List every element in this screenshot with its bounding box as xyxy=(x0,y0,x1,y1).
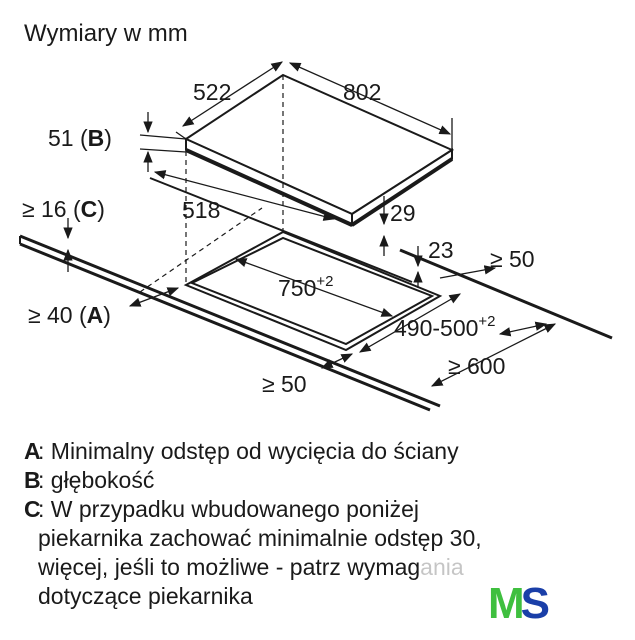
dim-490-500: 490-500+2 xyxy=(394,313,496,341)
legend-text: : Minimalny odstęp od wycięcia do ściany xyxy=(38,438,459,464)
dim-51-b: 51 (B) xyxy=(48,125,112,151)
dim-522: 522 xyxy=(193,79,231,105)
legend-item-b: B : głębokość xyxy=(24,466,624,495)
installation-drawing: 522 802 51 (B) ≥ 16 (C) 518 29 23 ≥ 50 7… xyxy=(19,61,613,412)
legend-text: : W przypadku wbudowanego poniżej piekar… xyxy=(38,496,482,609)
legend-key: A xyxy=(24,438,41,464)
dim-front-50: ≥ 50 xyxy=(262,371,307,397)
watermark-overlay xyxy=(420,556,595,586)
diagram-title: Wymiary w mm xyxy=(24,20,188,47)
logo-letter-m: M xyxy=(488,579,525,628)
logo-letter-s: S xyxy=(520,579,550,628)
worktop-outline xyxy=(19,177,613,412)
legend-key: C xyxy=(24,496,41,522)
legend-key: B xyxy=(24,467,41,493)
dim-16-c: ≥ 16 (C) xyxy=(22,196,105,222)
legend-item-c: C : W przypadku wbudowanego poniżej piek… xyxy=(24,495,624,611)
ms-logo: MS xyxy=(488,580,578,628)
legend-item-a: A : Minimalny odstęp od wycięcia do ścia… xyxy=(24,437,624,466)
dim-600: ≥ 600 xyxy=(448,353,505,379)
dim-40-a: ≥ 40 (A) xyxy=(28,302,111,328)
legend: A : Minimalny odstęp od wycięcia do ścia… xyxy=(24,437,624,611)
dim-23: 23 xyxy=(428,237,454,263)
dim-518: 518 xyxy=(182,197,220,223)
dim-802: 802 xyxy=(343,79,381,105)
dim-29: 29 xyxy=(390,200,416,226)
dim-right-50: ≥ 50 xyxy=(490,246,535,272)
dimension-lines xyxy=(63,61,557,387)
dim-750: 750+2 xyxy=(278,273,333,301)
legend-text: : głębokość xyxy=(38,467,155,493)
